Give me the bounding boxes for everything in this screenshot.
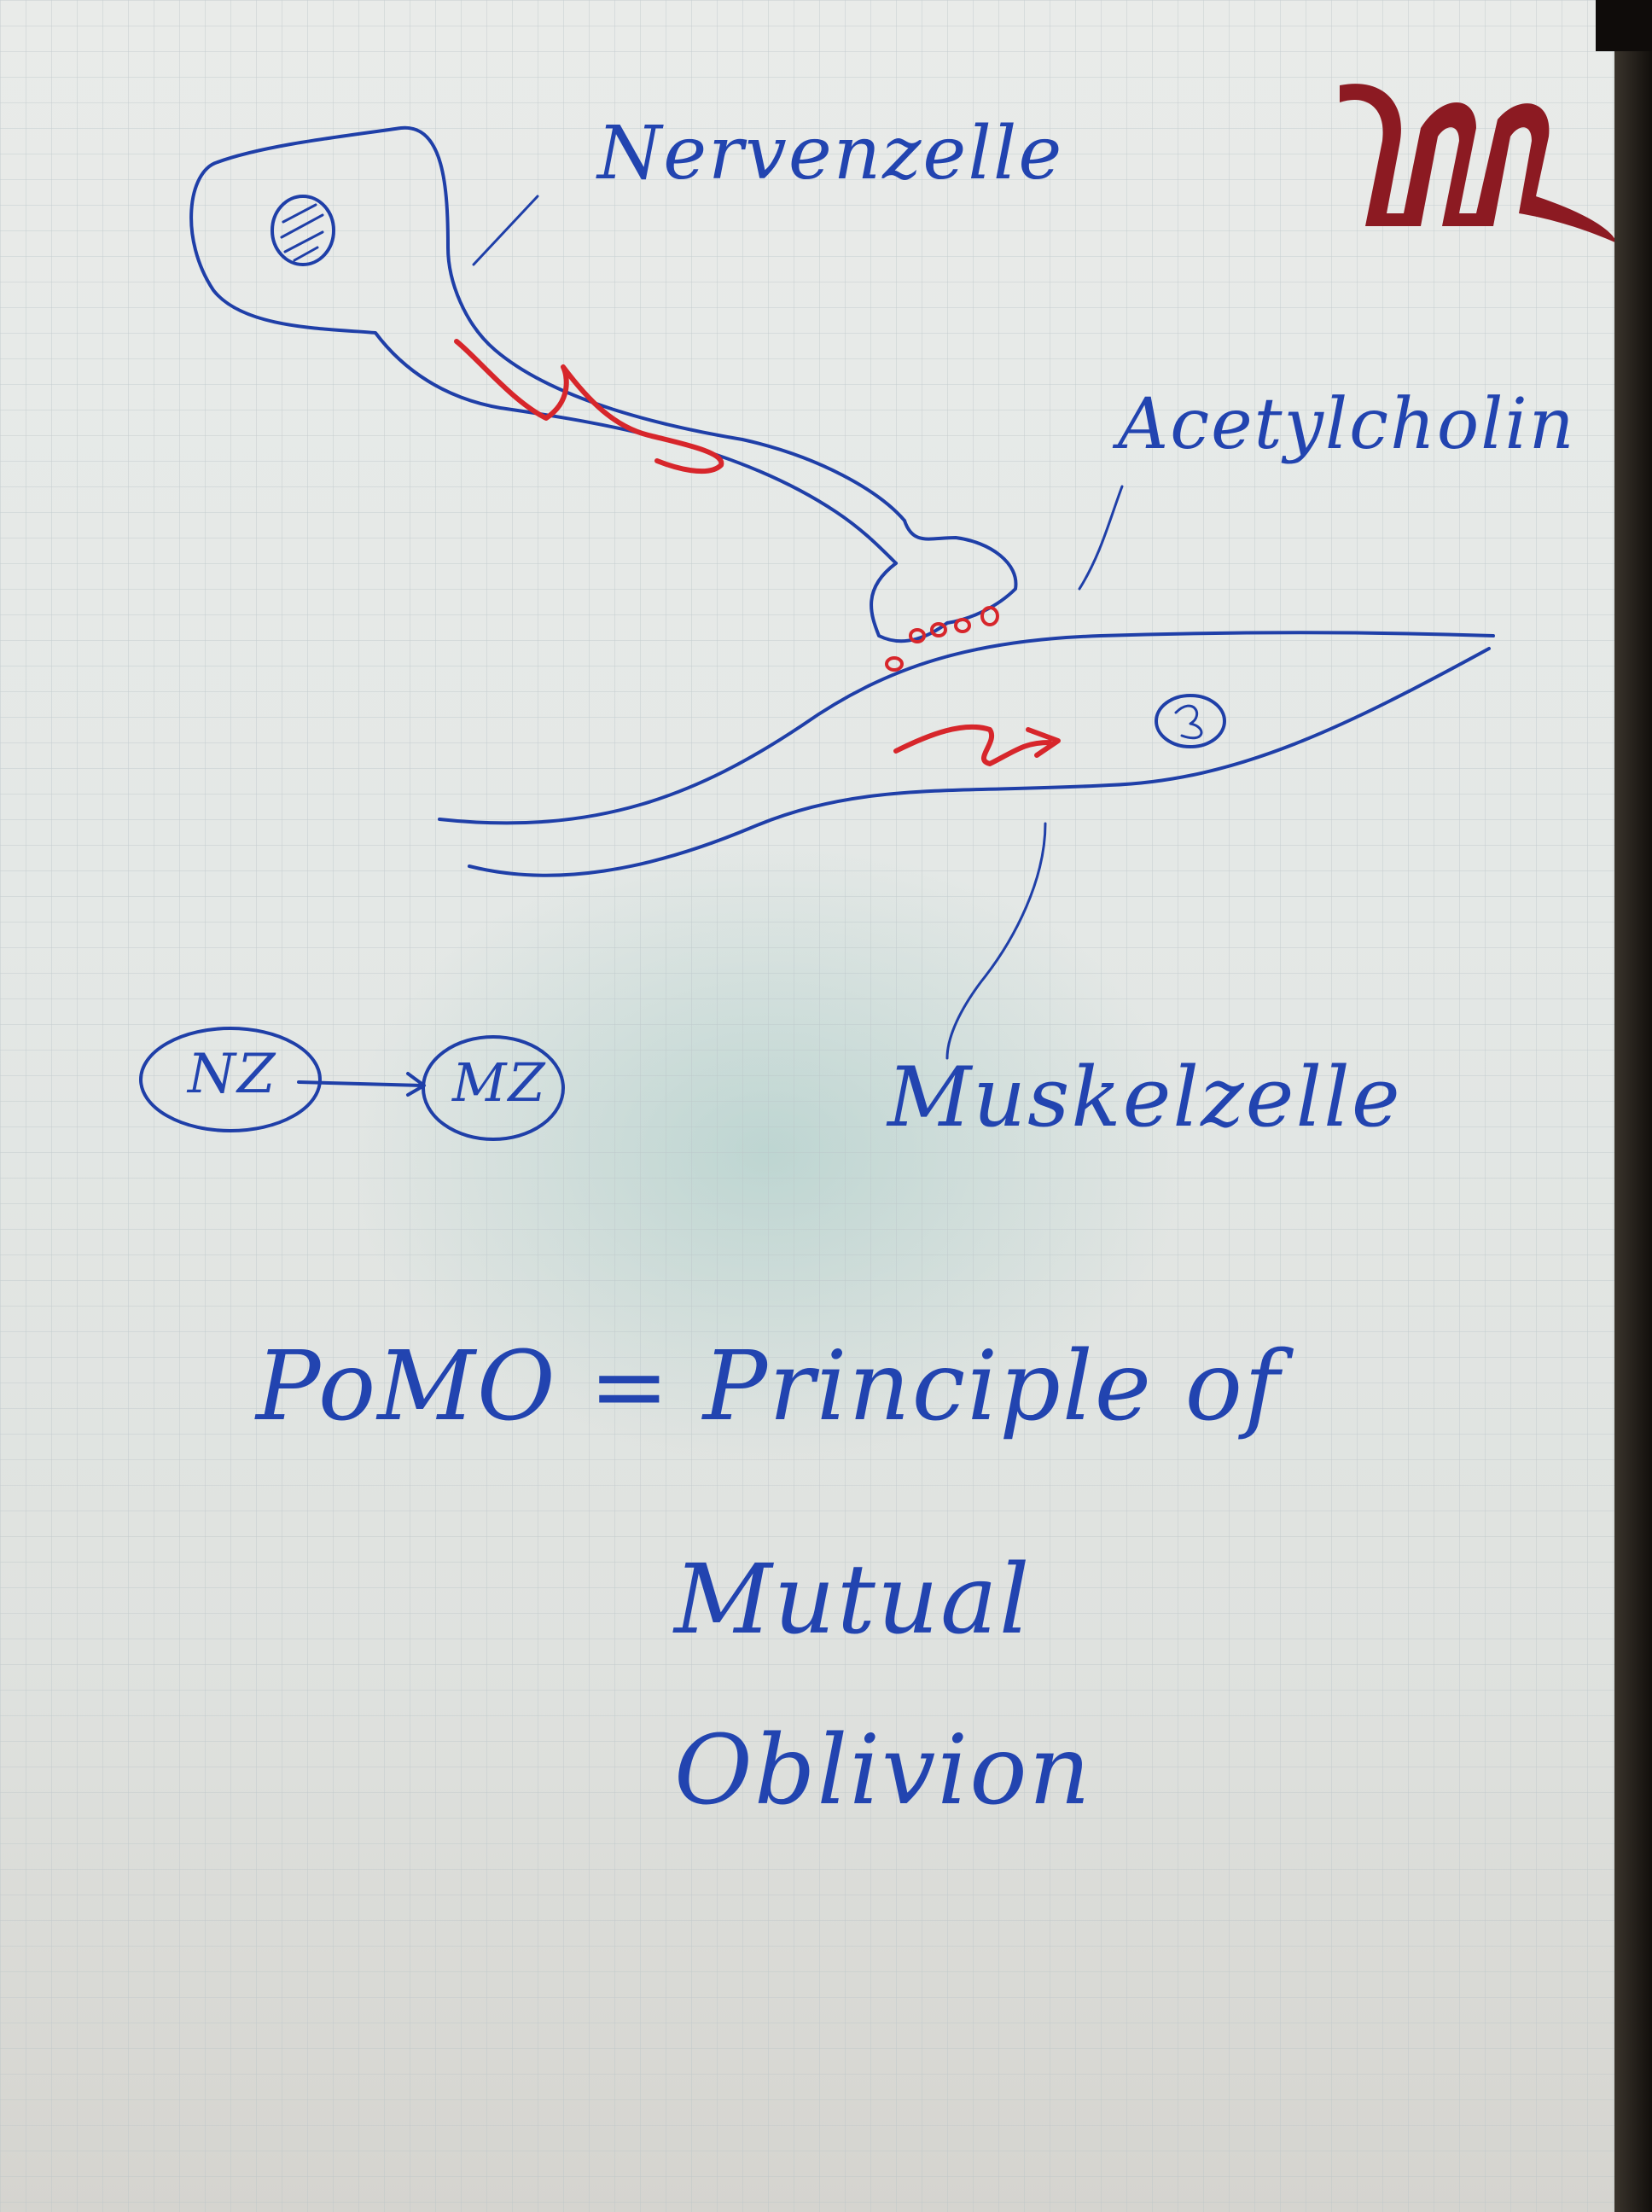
nerve-impulse-arrow [454, 339, 724, 474]
merkur-logo [1340, 84, 1617, 243]
nz-circle-right [422, 1035, 565, 1141]
label-muskelzelle: Muskelzelle [887, 1050, 1402, 1145]
acetylcholin-dot [909, 628, 926, 643]
pomo-definition-line2: Mutual [674, 1545, 1032, 1656]
acetylcholin-dot [980, 606, 999, 626]
label-acetylcholin: Acetylcholin [1118, 384, 1576, 465]
leader-nervenzelle [472, 195, 539, 266]
leader-acetylcholin [1078, 485, 1124, 591]
muscle-nucleus [1155, 694, 1226, 748]
muscle-impulse-arrow [893, 724, 1061, 766]
leader-muskelzelle [945, 822, 1047, 1060]
acetylcholin-dot [930, 622, 947, 637]
nz-circle-left [139, 1027, 322, 1132]
muscle-cell-lower [468, 647, 1491, 877]
acetylcholin-dot [954, 618, 971, 633]
pomo-definition-line1: PoMO = Principle of [256, 1331, 1282, 1442]
nerve-cell-outline-upper [216, 125, 906, 522]
pomo-definition-line3: Oblivion [674, 1715, 1092, 1826]
muscle-nucleus-mark [1174, 704, 1203, 740]
acetylcholin-dot [885, 656, 904, 672]
nerve-cell-outline [189, 160, 898, 565]
nerve-nucleus-scribble [280, 203, 324, 262]
nz-label-right: MZ [452, 1051, 547, 1114]
nz-label-left: NZ [188, 1043, 277, 1106]
page-edge-shadow [1614, 0, 1652, 2212]
label-nervenzelle: Nervenzelle [597, 111, 1064, 196]
nerve-nucleus [270, 195, 335, 266]
muscle-cell-upper [438, 631, 1495, 825]
nz-arrow [297, 1072, 426, 1097]
background-corner [1596, 0, 1652, 51]
